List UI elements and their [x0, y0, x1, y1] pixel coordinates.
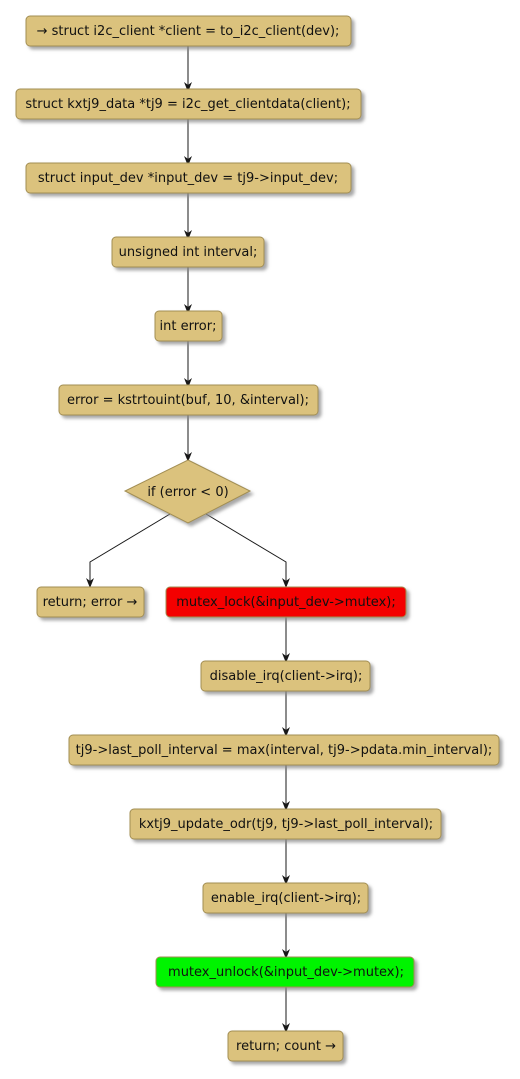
- node-mutex-unlock-label: mutex_unlock(&input_dev->mutex);: [168, 965, 404, 980]
- node-if-error: if (error < 0): [123, 459, 252, 524]
- node-update-odr-label: kxtj9_update_odr(tj9, tj9->last_poll_int…: [139, 817, 433, 832]
- node-mutex-lock: mutex_lock(&input_dev->mutex);: [165, 586, 407, 618]
- node-last-poll-label: tj9->last_poll_interval = max(interval, …: [76, 743, 493, 758]
- node-enable-irq: enable_irq(client->irq);: [202, 882, 369, 914]
- flow-edges: [86, 45, 290, 1033]
- node-tj9: struct kxtj9_data *tj9 = i2c_get_clientd…: [15, 88, 362, 120]
- node-interval: unsigned int interval;: [111, 236, 265, 268]
- node-input-dev-label: struct input_dev *input_dev = tj9->input…: [38, 171, 338, 186]
- node-error: int error;: [154, 310, 223, 342]
- node-return-count-label: return; count →: [236, 1039, 336, 1054]
- node-input-dev: struct input_dev *input_dev = tj9->input…: [25, 162, 352, 194]
- node-return-error: return; error →: [36, 586, 145, 618]
- node-update-odr: kxtj9_update_odr(tj9, tj9->last_poll_int…: [129, 808, 442, 840]
- node-mutex-lock-label: mutex_lock(&input_dev->mutex);: [176, 595, 395, 610]
- node-mutex-unlock: mutex_unlock(&input_dev->mutex);: [155, 956, 415, 988]
- node-kstrtouint: error = kstrtouint(buf, 10, &interval);: [58, 384, 319, 416]
- edge-if-to-return-error: [86, 513, 171, 588]
- node-interval-label: unsigned int interval;: [119, 245, 258, 260]
- node-disable-irq-label: disable_irq(client->irq);: [210, 669, 363, 684]
- node-client: → struct i2c_client *client = to_i2c_cli…: [25, 15, 352, 47]
- node-tj9-label: struct kxtj9_data *tj9 = i2c_get_clientd…: [25, 97, 350, 112]
- node-if-error-label: if (error < 0): [147, 485, 228, 500]
- node-error-label: int error;: [160, 319, 217, 334]
- node-client-label: → struct i2c_client *client = to_i2c_cli…: [37, 24, 340, 39]
- node-return-count: return; count →: [227, 1030, 344, 1062]
- node-return-error-label: return; error →: [43, 595, 138, 610]
- node-enable-irq-label: enable_irq(client->irq);: [211, 891, 361, 906]
- node-last-poll: tj9->last_poll_interval = max(interval, …: [68, 734, 500, 766]
- edge-if-to-mutex-lock: [205, 513, 290, 588]
- node-disable-irq: disable_irq(client->irq);: [200, 660, 371, 692]
- node-kstrtouint-label: error = kstrtouint(buf, 10, &interval);: [67, 393, 309, 408]
